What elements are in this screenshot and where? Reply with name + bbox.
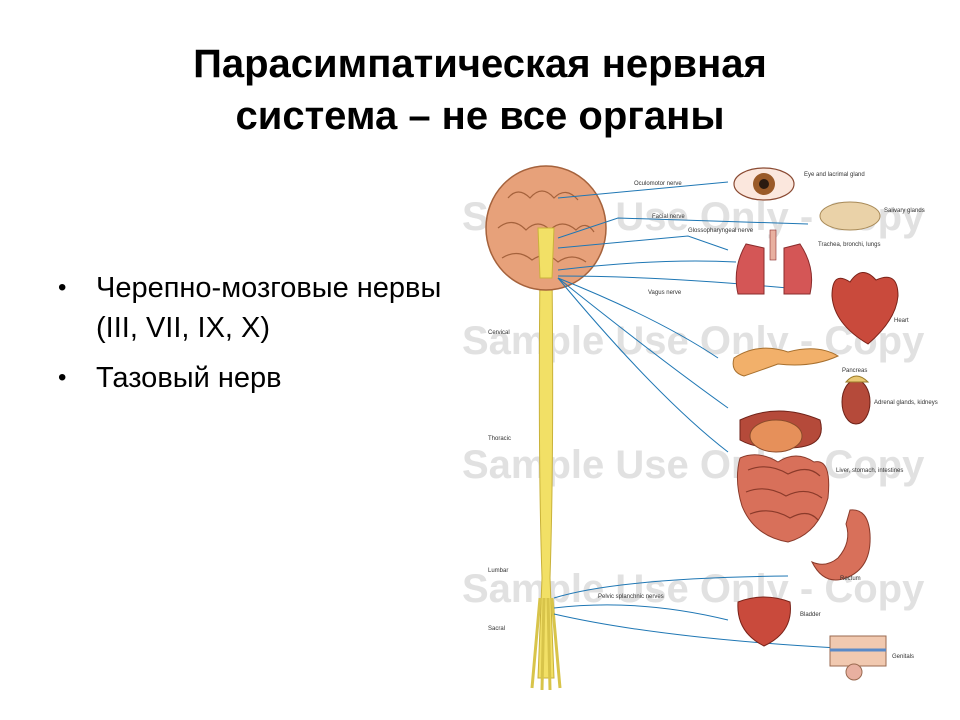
organ-label: Pancreas [842, 368, 867, 374]
organ-label: Salivary glands [884, 208, 925, 214]
organ-label: Rectum [840, 576, 861, 582]
organ-label: Trachea, bronchi, lungs [818, 242, 880, 248]
region-label: Cervical [488, 330, 510, 336]
bullet-dot-icon: • [58, 364, 67, 391]
sacral-nerve-roots [530, 597, 562, 691]
organ-bladder [737, 596, 791, 647]
organ-label: Eye and lacrimal gland [804, 172, 865, 178]
organ-label: Genitals [892, 654, 914, 660]
nerve-label: Pelvic splanchnic nerves [598, 594, 664, 600]
organ-eye [733, 167, 795, 201]
bullet-dot-icon: • [58, 274, 67, 301]
organ-adrenal-gland [844, 375, 870, 383]
nerve-label: Vagus nerve [648, 290, 682, 296]
bullet-item: • Черепно-мозговые нервы (III, VII, IX, … [58, 268, 478, 348]
diagram-svg: Sample Use Only - Copy Sample Use Only -… [462, 165, 938, 691]
organ-genitals [829, 635, 887, 681]
slide-title: Парасимпатическая нервная система – не в… [60, 38, 900, 142]
organ-lungs [735, 229, 813, 295]
organ-pancreas [732, 347, 840, 377]
organ-label: Liver, stomach, intestines [836, 468, 903, 474]
region-label: Lumbar [488, 568, 508, 574]
parasympathetic-diagram: Sample Use Only - Copy Sample Use Only -… [458, 158, 940, 698]
spinal-cord [537, 267, 555, 679]
watermark-text: Sample Use Only - Copy [462, 443, 925, 487]
bullet-item: • Тазовый нерв [58, 358, 478, 398]
title-line-1: Парасимпатическая нервная [193, 42, 767, 86]
nerve-label: Glossopharyngeal nerve [688, 228, 754, 234]
bullet-list: • Черепно-мозговые нервы (III, VII, IX, … [58, 268, 478, 408]
organ-rectum [810, 509, 871, 581]
bullet-text: Черепно-мозговые нервы (III, VII, IX, X) [96, 272, 442, 344]
nerve-label: Facial nerve [652, 214, 685, 220]
organ-label: Adrenal glands, kidneys [874, 400, 938, 406]
bullet-text: Тазовый нерв [96, 362, 282, 394]
organ-label: Bladder [800, 612, 821, 618]
organ-heart [831, 272, 899, 345]
nerve-label: Oculomotor nerve [634, 181, 682, 187]
organ-label: Heart [894, 318, 909, 324]
region-label: Sacral [488, 626, 505, 632]
title-line-2: система – не все органы [235, 94, 725, 138]
organ-kidney [841, 379, 871, 425]
watermark-text: Sample Use Only - Copy [462, 567, 925, 611]
region-label: Thoracic [488, 436, 511, 442]
organ-salivary-glands [819, 201, 881, 231]
brainstem [537, 227, 555, 279]
organ-liver-stomach-intestines [736, 410, 830, 543]
